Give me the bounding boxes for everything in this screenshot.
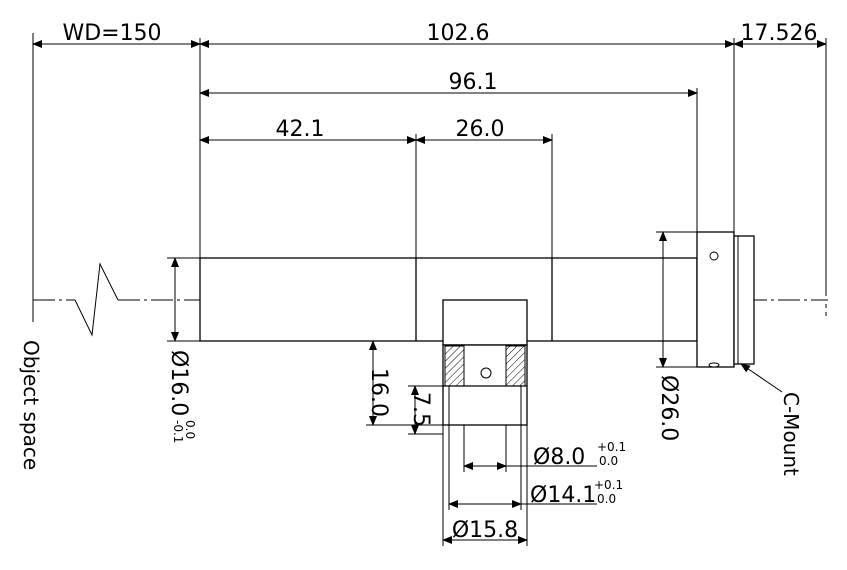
flange-screw-hole-bottom — [708, 362, 720, 368]
dia-port-mid-tol-lower: 0.0 — [597, 492, 616, 506]
length-42-label: 42.1 — [276, 117, 325, 142]
dia-port-inner-tol-upper: +0.1 — [597, 440, 626, 454]
port-wall-hatch-right — [505, 345, 526, 387]
port-screw-hole — [480, 367, 492, 379]
port-wall-hatch-left — [444, 345, 465, 387]
coaxial-port-housing — [442, 299, 528, 346]
wd-label: WD=150 — [62, 21, 161, 46]
length-26-label: 26.0 — [456, 117, 505, 142]
dia-port-inner-label: Ø8.0 — [533, 445, 585, 470]
axis-break-symbol — [74, 262, 119, 337]
flange-distance-label: 17.526 — [741, 21, 818, 46]
dia-body-tol-upper: 0.0 — [183, 420, 197, 439]
port-depth-label: 7.5 — [408, 392, 433, 427]
c-mount-label: C-Mount — [779, 392, 803, 476]
c-mount-leader — [740, 363, 783, 393]
overall-length-label: 102.6 — [427, 21, 490, 46]
dia-body-label: Ø16.0 — [166, 350, 191, 416]
object-space-label: Object space — [19, 340, 43, 470]
length-96-label: 96.1 — [449, 70, 498, 95]
dia-port-mid-tol-upper: +0.1 — [594, 478, 623, 492]
port-height-label: 16.0 — [366, 368, 391, 417]
dia-port-inner-tol-lower: 0.0 — [599, 454, 618, 468]
flange-screw-hole — [709, 251, 719, 261]
dia-body-tol-lower: -0.1 — [171, 420, 185, 443]
dia-port-outer-label: Ø15.8 — [452, 518, 518, 543]
dia-port-mid-label: Ø14.1 — [530, 483, 596, 508]
c-mount-thread — [733, 235, 755, 365]
dia-flange-label: Ø26.0 — [656, 375, 681, 441]
